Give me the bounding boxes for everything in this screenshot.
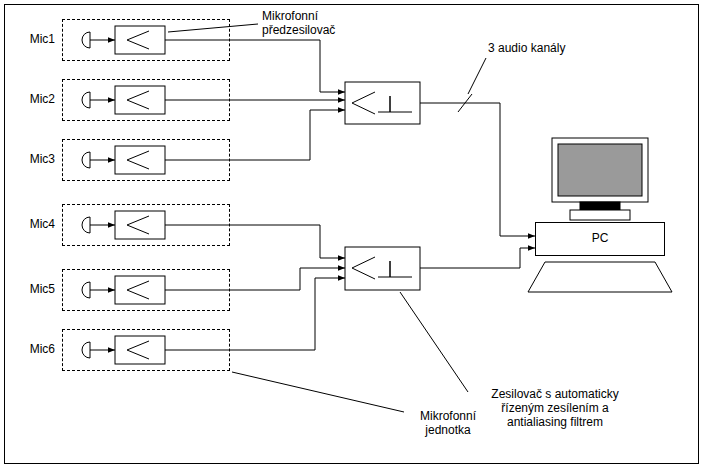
mic-label: Mic4	[30, 218, 55, 232]
mic-label: Mic5	[30, 283, 55, 297]
microphone-unit: Mic1	[62, 19, 230, 61]
pc-box: PC	[535, 222, 665, 256]
mic-label: Mic3	[30, 153, 55, 167]
mic-and-preamp	[63, 80, 229, 120]
agc-callout: Zesilovač s automaticky řízeným zesílení…	[470, 388, 640, 429]
channel-count-callout: 3 audio kanály	[488, 42, 565, 56]
mic-and-preamp	[63, 20, 229, 60]
mic-and-preamp	[63, 330, 229, 370]
microphone-unit: Mic2	[62, 79, 230, 121]
mic-and-preamp	[63, 140, 229, 180]
signal-wires	[230, 40, 535, 350]
mic-label: Mic1	[30, 33, 55, 47]
frame	[5, 5, 699, 464]
preamp-callout: Mikrofonní předzesilovač	[262, 10, 352, 38]
computer-illustration	[528, 138, 672, 292]
mic-label: Mic2	[30, 93, 55, 107]
microphone-unit: Mic5	[62, 269, 230, 311]
agc-amplifier	[345, 82, 420, 290]
mic-and-preamp	[63, 205, 229, 245]
microphone-unit: Mic3	[62, 139, 230, 181]
microphone-unit: Mic4	[62, 204, 230, 246]
microphone-unit: Mic6	[62, 329, 230, 371]
mic-unit-callout: Mikrofonní jednotka	[408, 410, 488, 438]
pc-label: PC	[592, 232, 609, 246]
mic-and-preamp	[63, 270, 229, 310]
leader-lines	[168, 24, 486, 412]
mic-label: Mic6	[30, 343, 55, 357]
